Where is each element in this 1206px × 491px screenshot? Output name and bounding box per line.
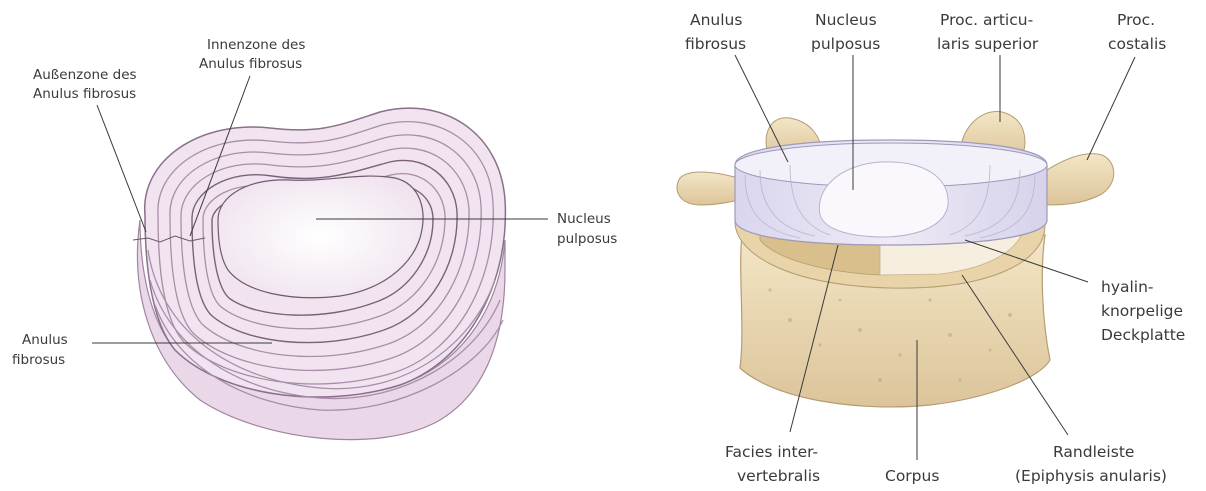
leader-r-proc-cost [1087, 57, 1135, 160]
label-r-hyalin-line1: hyalin- [1101, 278, 1154, 296]
leader-r-anulus [735, 55, 788, 162]
label-inner-zone-line1: Innenzone des [207, 37, 305, 53]
label-anulus-line1: Anulus [22, 332, 68, 348]
label-outer-zone-line1: Außenzone des [33, 67, 137, 83]
label-r-hyalin-line2: knorpelige [1101, 302, 1183, 320]
label-r-hyalin-line3: Deckplatte [1101, 326, 1185, 344]
label-r-randleiste-line2: (Epiphysis anularis) [1015, 467, 1167, 485]
label-r-proc-art-line1: Proc. articu- [940, 11, 1033, 29]
label-nucleus-line2: pulposus [557, 231, 617, 247]
proc-costalis-right [1040, 154, 1114, 205]
label-r-anulus-line1: Anulus [690, 11, 742, 29]
right-vertebra-illustration [677, 112, 1114, 407]
label-r-facies-line1: Facies inter- [725, 443, 818, 461]
label-nucleus-line1: Nucleus [557, 211, 611, 227]
label-r-proc-art-line2: laris superior [937, 35, 1039, 53]
label-inner-zone-line2: Anulus fibrosus [199, 56, 302, 72]
label-r-facies-line2: vertebralis [737, 467, 820, 485]
label-r-nucleus-line2: pulposus [811, 35, 880, 53]
label-r-randleiste-line1: Randleiste [1053, 443, 1134, 461]
label-outer-zone-line2: Anulus fibrosus [33, 86, 136, 102]
label-r-corpus: Corpus [885, 467, 939, 485]
leader-outer-zone [97, 105, 146, 232]
label-r-proc-cost-line2: costalis [1108, 35, 1166, 53]
label-anulus-line2: fibrosus [12, 352, 65, 368]
label-r-proc-cost-line1: Proc. [1117, 11, 1155, 29]
label-r-nucleus-line1: Nucleus [815, 11, 877, 29]
label-r-anulus-line2: fibrosus [685, 35, 746, 53]
left-disc-illustration [133, 108, 505, 440]
